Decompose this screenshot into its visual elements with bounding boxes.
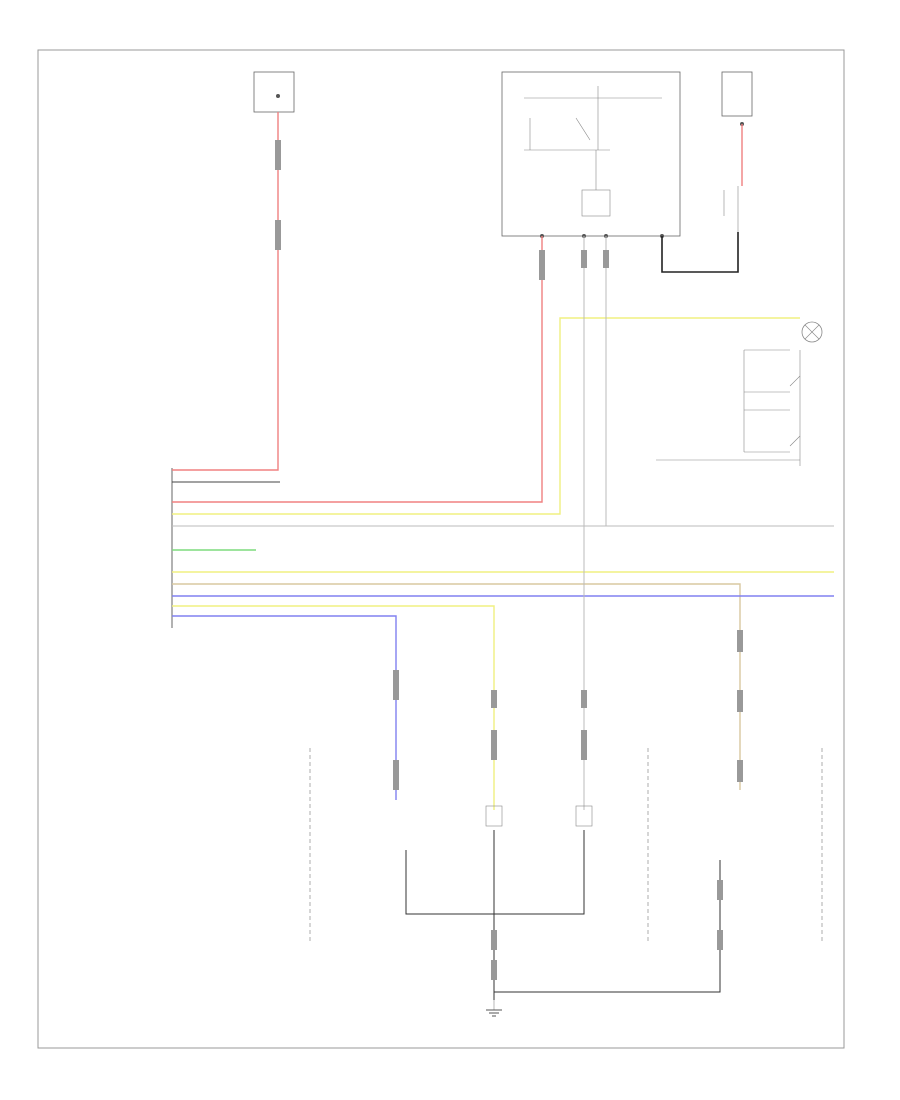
connector-marks [275, 140, 743, 980]
wire-yellow-down [172, 605, 495, 810]
right-switches [656, 349, 801, 466]
ground-symbol [486, 1000, 502, 1017]
wire-blue-down [172, 615, 397, 800]
wire-red-relay [172, 236, 543, 503]
right-headlamp [647, 748, 823, 944]
wire-yellow-lamp [172, 317, 800, 515]
wire-tan [172, 583, 741, 790]
indicator-lamp [801, 321, 823, 343]
fuse-top-left [253, 71, 295, 113]
wire-black-ground-1 [405, 830, 585, 915]
relay-box [501, 71, 681, 238]
wire-black-ground-3 [494, 860, 721, 993]
diagram-frame [37, 49, 845, 1049]
wires [172, 112, 834, 1000]
wire-black-relay [661, 232, 739, 273]
wire-red-left [172, 112, 279, 471]
switch-right [723, 186, 739, 232]
left-headlamp [309, 748, 593, 944]
fuse-top-right [721, 71, 753, 126]
